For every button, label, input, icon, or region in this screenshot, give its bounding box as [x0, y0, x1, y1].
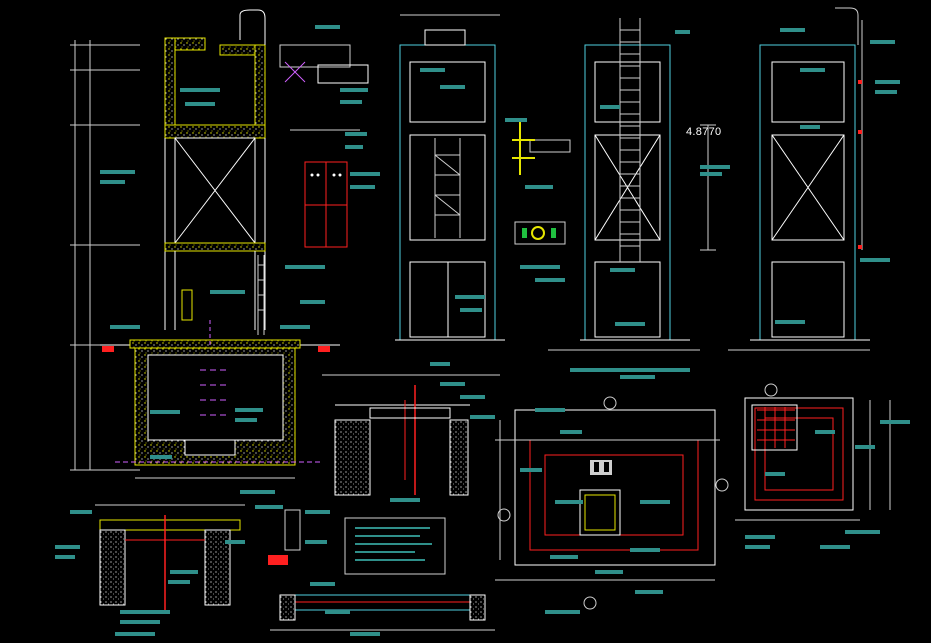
annotation-label-block — [630, 548, 660, 552]
annotation-label-block — [700, 165, 730, 169]
annotation-label-block — [150, 410, 180, 414]
annotation-label-block — [615, 322, 645, 326]
annotation-label-block — [285, 265, 325, 269]
front-elevation — [395, 14, 505, 341]
annotation-label-block — [455, 295, 485, 299]
door-detail — [279, 44, 369, 248]
annotation-label-block — [305, 510, 330, 514]
annotation-label-block — [820, 545, 850, 549]
notes-box — [344, 517, 446, 575]
annotation-label-block — [505, 118, 527, 122]
annotation-label-block — [595, 570, 623, 574]
annotation-label-block — [315, 25, 340, 29]
annotation-label-block — [440, 85, 465, 89]
annotation-label-block — [765, 472, 785, 476]
annotation-label-block — [300, 300, 325, 304]
annotation-label-block — [560, 430, 582, 434]
annotation-label-block — [110, 325, 140, 329]
label-blocks — [55, 25, 910, 636]
annotation-label-block — [305, 540, 327, 544]
annotation-label-block — [610, 268, 635, 272]
annotation-label-block — [55, 555, 75, 559]
annotation-label-block — [470, 415, 495, 419]
annotation-label-block — [420, 68, 445, 72]
annotation-label-block — [240, 490, 275, 494]
annotation-label-block — [845, 530, 880, 534]
annotation-label-block — [815, 430, 835, 434]
annotation-label-block — [870, 40, 895, 44]
annotation-label-block — [115, 632, 155, 636]
dimension-label: 4.8770 — [686, 126, 722, 138]
annotation-label-block — [325, 610, 350, 614]
annotation-label-block — [520, 265, 560, 269]
annotation-label-block — [700, 172, 722, 176]
annotation-label-block — [345, 145, 363, 149]
annotation-label-block — [620, 375, 655, 379]
annotation-label-block — [170, 570, 198, 574]
annotation-label-block — [880, 420, 910, 424]
annotation-label-block — [550, 555, 578, 559]
annotation-label-block — [430, 362, 450, 366]
annotation-label-block — [675, 30, 690, 34]
annotation-label-block — [800, 68, 825, 72]
pit-plan — [735, 383, 891, 521]
annotation-label-block — [775, 320, 805, 324]
annotation-label-block — [640, 500, 670, 504]
annotation-label-block — [855, 445, 875, 449]
annotation-label-block — [460, 308, 482, 312]
annotation-label-block — [535, 278, 565, 282]
machine-room-plan — [495, 396, 729, 610]
slab-section — [95, 504, 245, 610]
elevator-shaft-section — [70, 9, 340, 479]
annotation-label-block — [745, 535, 775, 539]
annotation-label-block — [235, 418, 257, 422]
annotation-label-block — [235, 408, 263, 412]
annotation-label-block — [460, 395, 485, 399]
annotation-label-block — [600, 105, 620, 109]
annotation-label-block — [120, 610, 170, 614]
annotation-label-block — [180, 88, 220, 92]
annotation-label-block — [780, 28, 805, 32]
annotation-label-block — [635, 590, 663, 594]
annotation-label-block — [310, 582, 335, 586]
beam-section — [268, 509, 495, 631]
annotation-label-block — [100, 180, 125, 184]
annotation-label-block — [390, 498, 420, 502]
annotation-label-block — [535, 408, 565, 412]
annotation-label-block — [350, 172, 380, 176]
annotation-label-block — [120, 620, 160, 624]
annotation-label-block — [255, 505, 283, 509]
annotation-label-block — [185, 102, 215, 106]
annotation-label-block — [340, 88, 368, 92]
annotation-label-block — [555, 500, 583, 504]
annotation-label-block — [345, 132, 367, 136]
annotation-label-block — [350, 632, 380, 636]
annotation-label-block — [55, 545, 80, 549]
annotation-label-block — [280, 325, 310, 329]
annotation-label-block — [525, 185, 553, 189]
annotation-label-block — [168, 580, 190, 584]
side-elevation — [728, 7, 870, 351]
annotation-label-block — [70, 510, 92, 514]
handle-detail — [512, 120, 571, 245]
ladder-elevation — [548, 18, 716, 351]
annotation-label-block — [520, 468, 542, 472]
annotation-label-block — [350, 185, 375, 189]
annotation-label-block — [225, 540, 245, 544]
annotation-label-block — [875, 90, 897, 94]
annotation-label-block — [800, 125, 820, 129]
annotation-label-block — [210, 290, 245, 294]
pit-detail — [322, 374, 500, 496]
annotation-label-block — [875, 80, 900, 84]
annotation-label-block — [340, 100, 362, 104]
annotation-label-block — [745, 545, 770, 549]
annotation-label-block — [100, 170, 135, 174]
annotation-label-block — [860, 258, 890, 262]
annotation-label-block — [440, 382, 465, 386]
annotation-label-block — [570, 368, 690, 372]
annotation-label-block — [150, 455, 172, 459]
annotation-label-block — [545, 610, 580, 614]
